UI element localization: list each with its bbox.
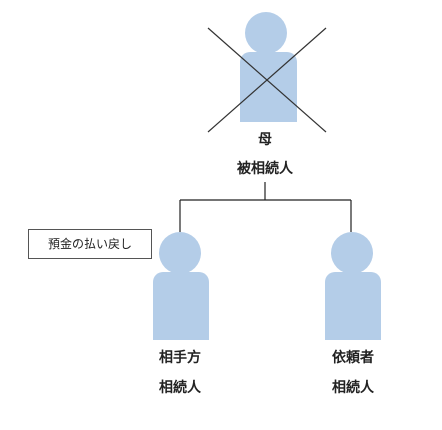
- opponent-head: [159, 232, 201, 274]
- client-person-icon: [323, 232, 383, 340]
- client-name-label: 依頼者: [332, 350, 374, 366]
- mother-person-icon: [237, 12, 297, 122]
- opponent-person-icon: [151, 232, 211, 340]
- mother-role-label: 被相続人: [237, 161, 293, 177]
- mother-body: [240, 52, 297, 122]
- mother-name-label: 母: [258, 132, 272, 148]
- mother-head: [245, 12, 287, 54]
- client-role-label: 相続人: [332, 380, 374, 396]
- client-body: [325, 272, 381, 340]
- client-head: [331, 232, 373, 274]
- opponent-role-label: 相続人: [159, 380, 201, 396]
- cross-line-2: [207, 27, 327, 133]
- opponent-name-label: 相手方: [159, 350, 201, 366]
- opponent-body: [153, 272, 209, 340]
- withdrawal-note-box: 預金の払い戻し: [28, 229, 152, 259]
